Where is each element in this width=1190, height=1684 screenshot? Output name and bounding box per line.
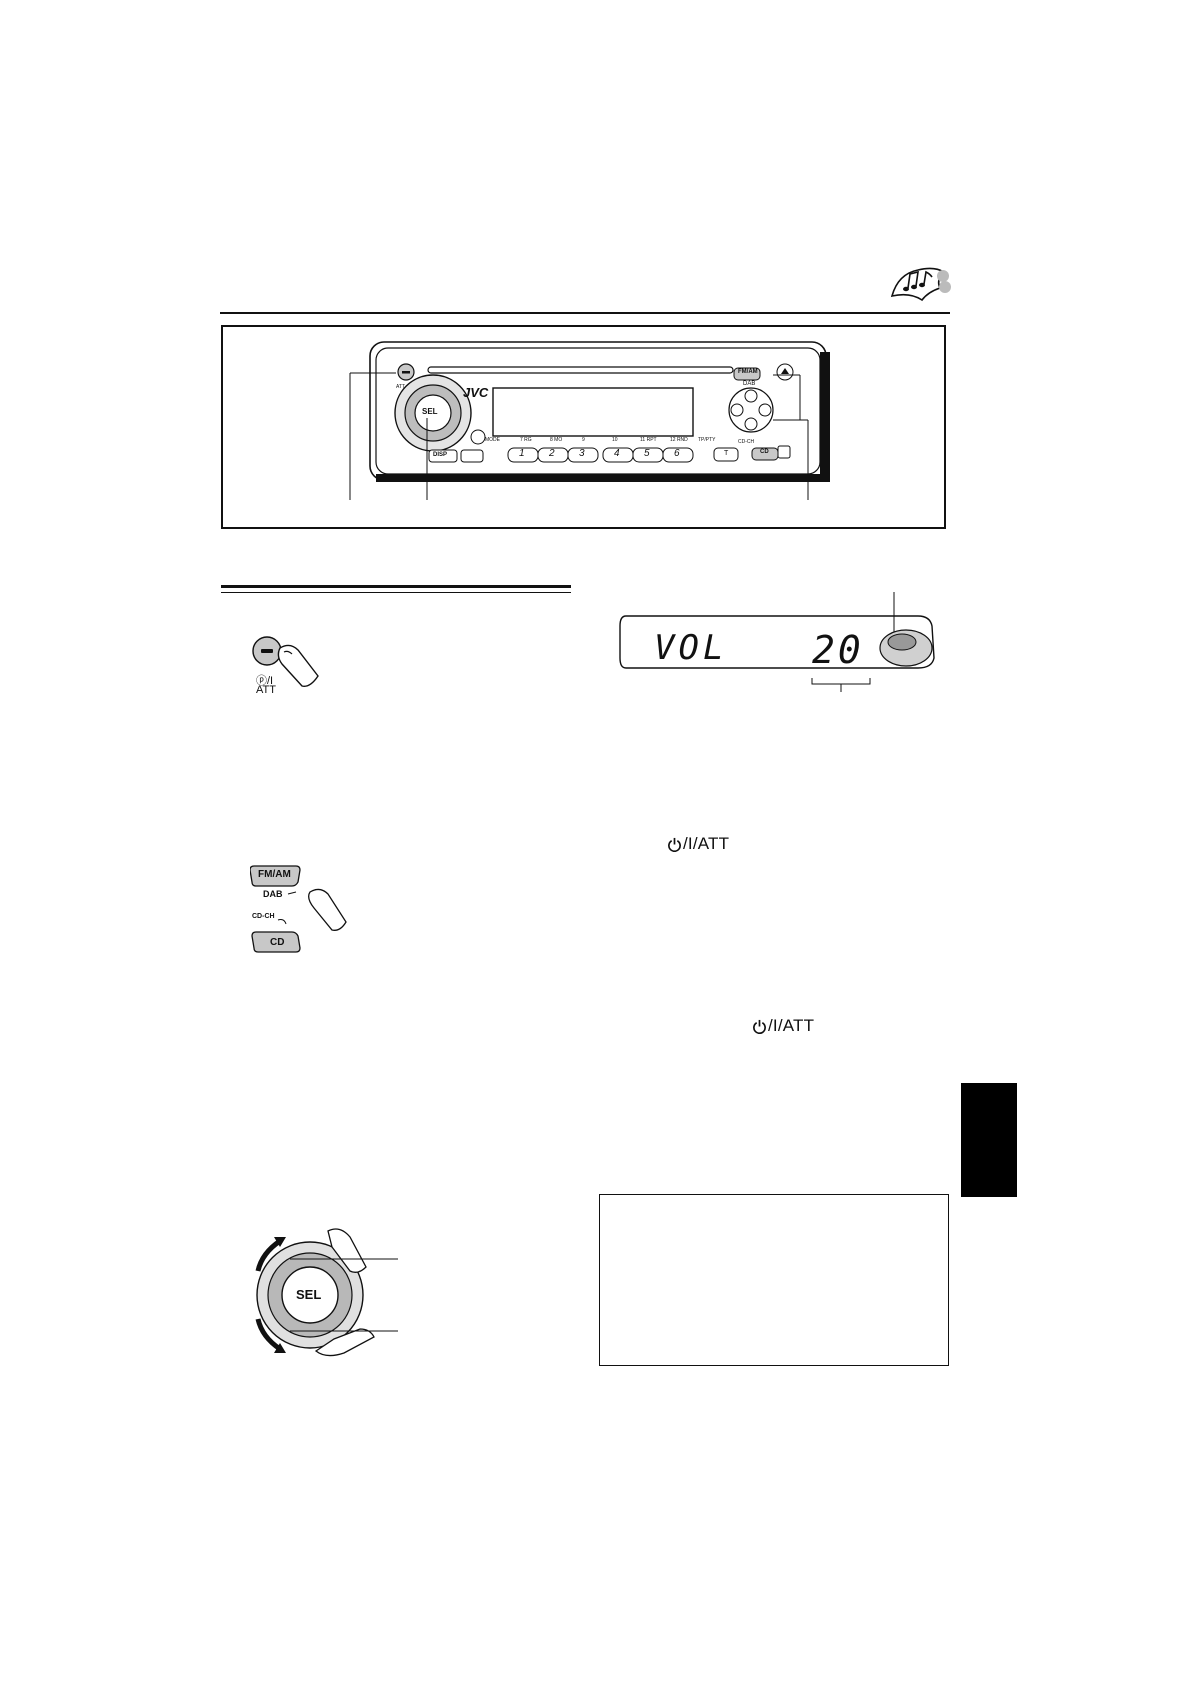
panel-sel-label: SEL <box>422 407 438 416</box>
control-panel-figure <box>221 325 946 529</box>
panel-t-button[interactable]: T <box>724 450 729 457</box>
volume-level: 20 <box>812 628 864 672</box>
music-notes-icon <box>890 267 951 302</box>
section-rule-thin <box>221 592 571 593</box>
sel-dial[interactable]: SEL <box>296 1287 322 1302</box>
preset-button-1[interactable]: 1 <box>519 448 525 459</box>
preset-sub-label-1: 7 RG <box>520 437 532 443</box>
preset-button-4[interactable]: 4 <box>614 448 620 459</box>
power-icon <box>668 837 681 852</box>
source-buttons-drawing <box>250 865 347 953</box>
preset-button-3[interactable]: 3 <box>579 448 585 459</box>
preset-sub-label-4: 10 <box>612 437 618 443</box>
preset-sub-label-2: 8 MO <box>550 437 563 443</box>
preset-button-6[interactable]: 6 <box>674 448 680 459</box>
inline-ref-power-att-1: /I/ATT <box>667 834 729 854</box>
cd-button[interactable]: CD <box>270 937 285 948</box>
preset-sub-label-6: 12 RND <box>670 437 688 443</box>
volume-display-drawing <box>619 592 935 692</box>
panel-dab-label: DAB <box>743 381 756 387</box>
preset-sub-label-3: 9 <box>582 437 585 443</box>
preset-sub-label-5: 11 RPT <box>640 437 657 443</box>
panel-cd-button[interactable]: CD <box>760 449 769 455</box>
att-label: ATT <box>256 684 276 696</box>
preset-button-5[interactable]: 5 <box>644 448 650 459</box>
fm-am-button[interactable]: FM/AM <box>258 869 291 880</box>
brand-logo: JVC <box>463 385 489 400</box>
dab-label: DAB <box>263 889 283 899</box>
display-text: VOL <box>654 628 728 668</box>
panel-att-label: ATT <box>396 384 406 390</box>
section-rule <box>221 585 571 588</box>
power-button-label: ⓟ/I <box>256 675 274 687</box>
inline-ref-label-2: /I/ATT <box>768 1016 815 1035</box>
power-icon <box>753 1019 766 1034</box>
panel-mode-label: MODE <box>485 437 500 443</box>
panel-cd-ch-label: CD-CH <box>738 439 755 445</box>
inline-ref-label-1: /I/ATT <box>683 834 730 853</box>
panel-disp-button[interactable]: DISP <box>433 452 448 458</box>
inline-ref-power-att-2: /I/ATT <box>752 1016 814 1036</box>
power-att-button-icon <box>252 636 319 687</box>
preset-button-2[interactable]: 2 <box>549 448 555 459</box>
language-tab <box>961 1083 1017 1197</box>
volume-dial-drawing <box>255 1228 398 1357</box>
note-box <box>599 1194 949 1366</box>
panel-fm-am-button[interactable]: FM/AM <box>738 369 758 375</box>
header-rule <box>220 312 950 314</box>
cd-ch-label: CD-CH <box>252 913 275 920</box>
panel-tp-pty-label: TP/PTY <box>698 437 716 443</box>
